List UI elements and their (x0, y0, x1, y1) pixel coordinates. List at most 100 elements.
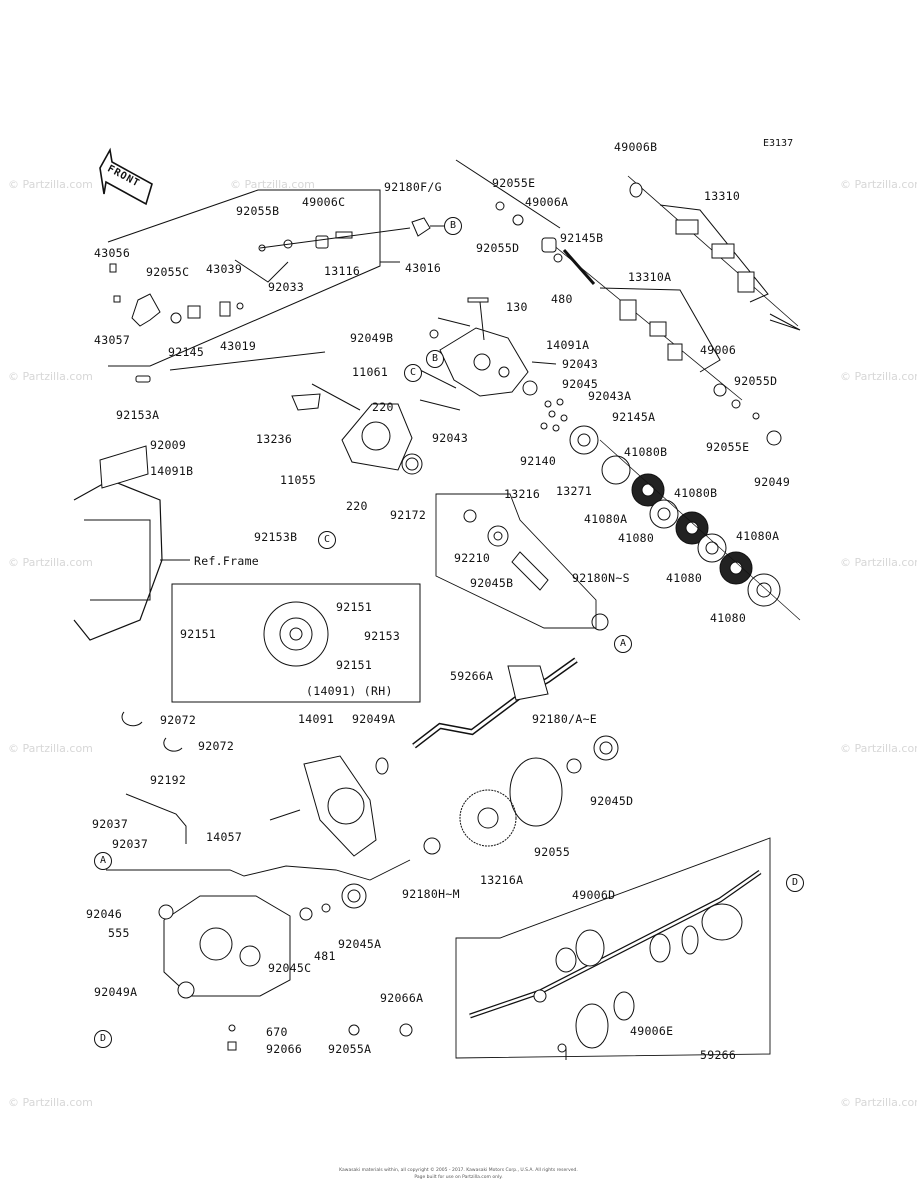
part-label: 43056 (94, 246, 131, 260)
part-label: 92055 (534, 845, 571, 859)
part-label: 11061 (352, 365, 389, 379)
callout-c: C (404, 364, 422, 382)
part-label: 555 (108, 926, 130, 940)
part-label: 43016 (405, 261, 442, 275)
callout-d: D (94, 1030, 112, 1048)
watermark: © Partzilla.com (840, 370, 917, 383)
watermark: © Partzilla.com (8, 178, 93, 191)
part-label: 13216A (480, 873, 524, 887)
part-label: 92055E (706, 440, 750, 454)
part-label: 59266A (450, 669, 494, 683)
callout-b: B (426, 350, 444, 368)
watermark: © Partzilla.com (8, 742, 93, 755)
part-label: 13271 (556, 484, 593, 498)
part-label: 92037 (112, 837, 149, 851)
axle-59266A (412, 657, 578, 749)
part-label: 49006C (302, 195, 346, 209)
inset-box (171, 583, 421, 703)
part-label: 92180N~S (572, 571, 630, 585)
part-label: 14091 (298, 712, 335, 726)
part-label: 41080 (618, 531, 655, 545)
part-label: 92151 (336, 600, 373, 614)
part-label: 49006E (630, 1024, 674, 1038)
part-label: 41080A (736, 529, 780, 543)
part-label: 92049 (754, 475, 791, 489)
part-label: 92043 (432, 431, 469, 445)
part-label: 92045A (338, 937, 382, 951)
part-label: 92055B (236, 204, 280, 218)
part-label: 92043A (588, 389, 632, 403)
part-label: 92180/A~E (532, 712, 598, 726)
part-label: 92192 (150, 773, 187, 787)
part-label: 92009 (150, 438, 187, 452)
part-label: 92037 (92, 817, 129, 831)
watermark: © Partzilla.com (840, 1096, 917, 1109)
part-label: 41080B (624, 445, 668, 459)
part-label: 92210 (454, 551, 491, 565)
part-label: 49006D (572, 888, 616, 902)
plate-11061-outline (341, 403, 413, 471)
part-label: 43019 (220, 339, 257, 353)
part-label: 92055E (492, 176, 536, 190)
part-label: 49006 (700, 343, 737, 357)
inset-label: (14091) (RH) (306, 684, 393, 698)
part-label: 92055C (146, 265, 190, 279)
part-label: 92066A (380, 991, 424, 1005)
copyright-line: Page built for use on Partzilla.com only… (414, 1175, 503, 1180)
part-label: 92049B (350, 331, 394, 345)
watermark: © Partzilla.com (840, 556, 917, 569)
watermark: © Partzilla.com (8, 370, 93, 383)
part-label: 481 (314, 949, 336, 963)
part-label: 92045B (470, 576, 514, 590)
housing-14091A-outline (439, 327, 529, 397)
part-label: 92140 (520, 454, 557, 468)
diagram-code: E3137 (763, 138, 794, 149)
callout-b: B (444, 217, 462, 235)
part-label: 92153B (254, 530, 298, 544)
part-label: 92045C (268, 961, 312, 975)
part-label: 92153 (364, 629, 401, 643)
part-label: 14091B (150, 464, 194, 478)
watermark: © Partzilla.com (8, 1096, 93, 1109)
part-label: 92072 (160, 713, 197, 727)
ring-gear-13216A (459, 789, 517, 847)
part-label: 92033 (268, 280, 305, 294)
part-label: 43039 (206, 262, 243, 276)
front-arrow-icon (99, 147, 153, 206)
part-label: 41080B (674, 486, 718, 500)
part-label: 92153A (116, 408, 160, 422)
part-label: 92055A (328, 1042, 372, 1056)
case-group-outline (106, 859, 411, 881)
part-label: 43057 (94, 333, 131, 347)
part-label: 13216 (504, 487, 541, 501)
part-label: 220 (372, 400, 394, 414)
part-label: 92046 (86, 907, 123, 921)
part-label: 11055 (280, 473, 317, 487)
main-case-14057 (163, 895, 291, 997)
watermark: © Partzilla.com (840, 742, 917, 755)
part-label: 59266 (700, 1048, 737, 1062)
part-label: 92151 (336, 658, 373, 672)
part-label: 13116 (324, 264, 361, 278)
part-label: 92045D (590, 794, 634, 808)
callout-c: C (318, 531, 336, 549)
callout-d: D (786, 874, 804, 892)
watermark: © Partzilla.com (230, 178, 315, 191)
copyright-line: Kawasaki materials within, all copyright… (339, 1168, 578, 1173)
part-label: 14057 (206, 830, 243, 844)
part-label: 670 (266, 1025, 288, 1039)
part-label: 92180H~M (402, 887, 460, 901)
part-label: 92145 (168, 345, 205, 359)
part-label: 480 (551, 292, 573, 306)
part-label: 41080 (710, 611, 747, 625)
part-label: 92172 (390, 508, 427, 522)
part-label: 92145B (560, 231, 604, 245)
part-label: 13236 (256, 432, 293, 446)
part-label: 92043 (562, 357, 599, 371)
part-label: 14091A (546, 338, 590, 352)
part-label: 49006B (614, 140, 658, 154)
part-label: 92151 (180, 627, 217, 641)
part-label: 92055D (476, 241, 520, 255)
part-label: 92049A (94, 985, 138, 999)
